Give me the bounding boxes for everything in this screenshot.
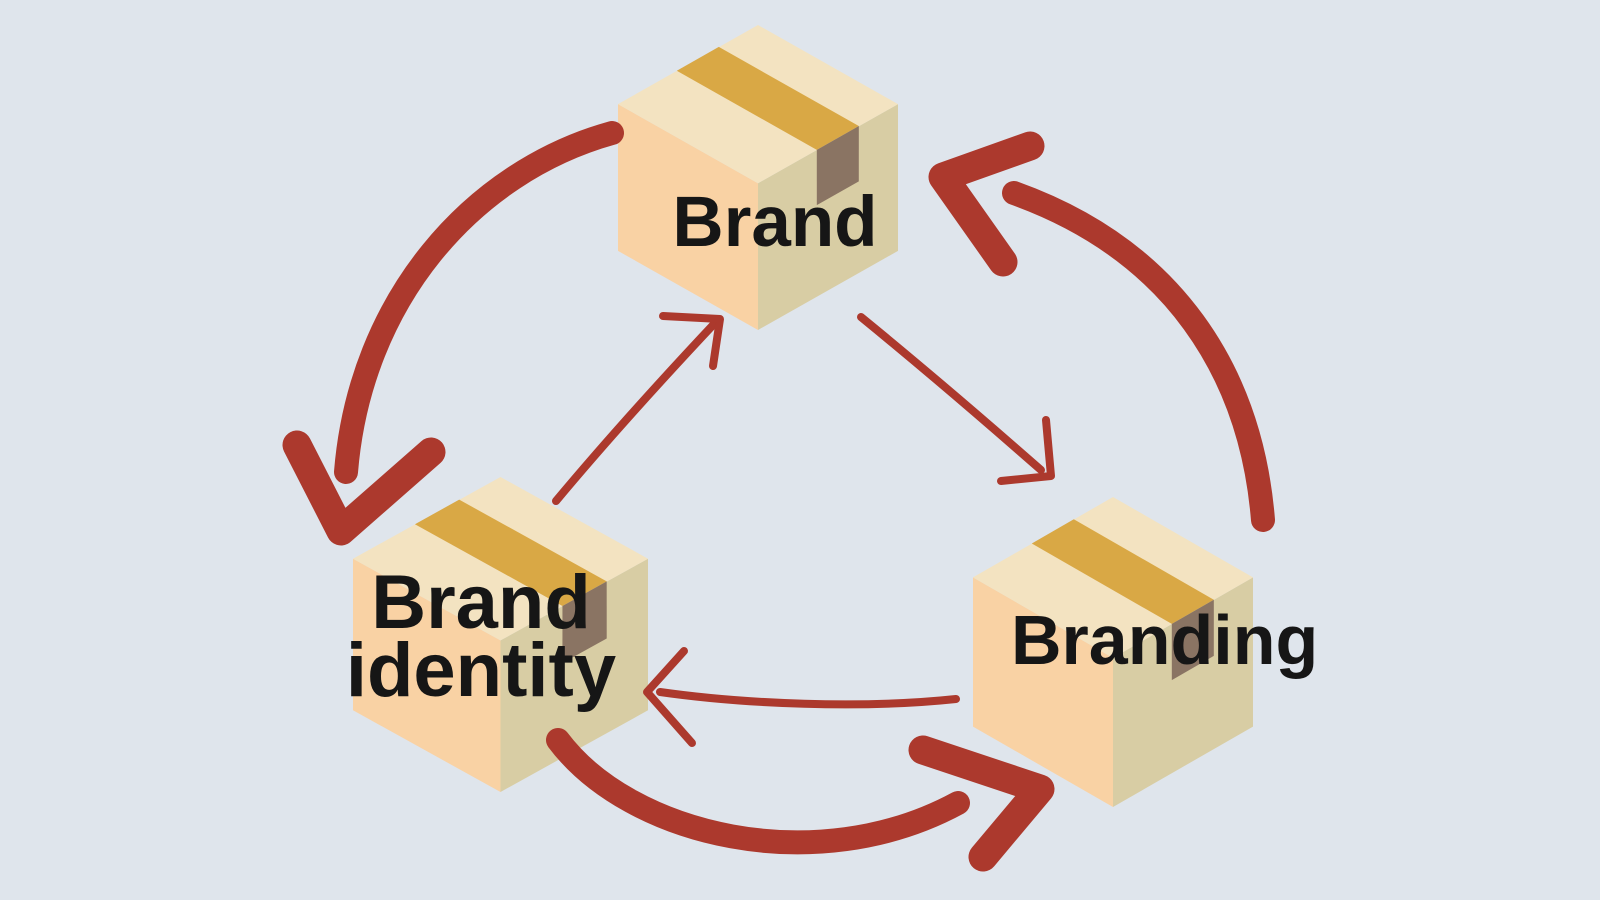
- box-tape-flap: [1171, 599, 1214, 681]
- box-left-face: [353, 558, 501, 792]
- box-tape-flap: [816, 126, 859, 206]
- branding-package-box-icon: [973, 497, 1253, 807]
- arrow-inner-branding-to-identity-shaft: [656, 688, 960, 709]
- arrow-identity-to-branding-shaft: [546, 728, 970, 855]
- arrow-identity-to-branding: [546, 728, 1055, 872]
- arrow-branding-to-brand-shaft: [1002, 181, 1275, 532]
- arrow-brand-to-identity-head: [282, 430, 446, 546]
- box-right-face: [500, 558, 648, 792]
- box-right-face: [1113, 577, 1253, 807]
- arrow-brand-to-identity-shaft: [334, 121, 624, 484]
- arrow-inner-identity-to-brand: [552, 312, 724, 505]
- arrow-inner-branding-to-identity-head: [643, 647, 696, 747]
- brand-identity-node-label: Brand identity: [331, 560, 631, 713]
- box-left-face: [618, 104, 758, 330]
- brand-identity-package-box-icon: [353, 477, 648, 792]
- arrow-branding-to-brand: [928, 131, 1275, 532]
- brand-identity-label-line2: identity: [345, 628, 617, 713]
- branding-node-label: Branding: [1011, 601, 1319, 679]
- arrow-inner-identity-to-brand-head: [659, 312, 724, 370]
- arrow-inner-identity-to-brand-shaft: [552, 320, 718, 505]
- box-tape-stripe: [1031, 519, 1214, 624]
- box-tape-stripe: [414, 499, 607, 606]
- arrow-identity-to-branding-head: [908, 735, 1055, 872]
- brand-identity-label-line1: Brand: [371, 560, 591, 645]
- box-left-face: [973, 577, 1113, 807]
- arrow-inner-brand-to-branding: [857, 313, 1055, 485]
- arrow-inner-brand-to-branding-shaft: [857, 313, 1045, 474]
- box-right-face: [758, 104, 898, 330]
- arrow-brand-to-identity: [282, 121, 624, 546]
- arrow-inner-brand-to-branding-head: [997, 416, 1055, 485]
- brand-node-label: Brand: [672, 183, 878, 262]
- arrow-inner-branding-to-identity: [643, 647, 960, 747]
- box-tape-flap: [562, 581, 607, 664]
- box-tape-stripe: [676, 46, 859, 150]
- arrow-branding-to-brand-head: [928, 131, 1045, 277]
- brand-package-box-icon: [618, 25, 898, 330]
